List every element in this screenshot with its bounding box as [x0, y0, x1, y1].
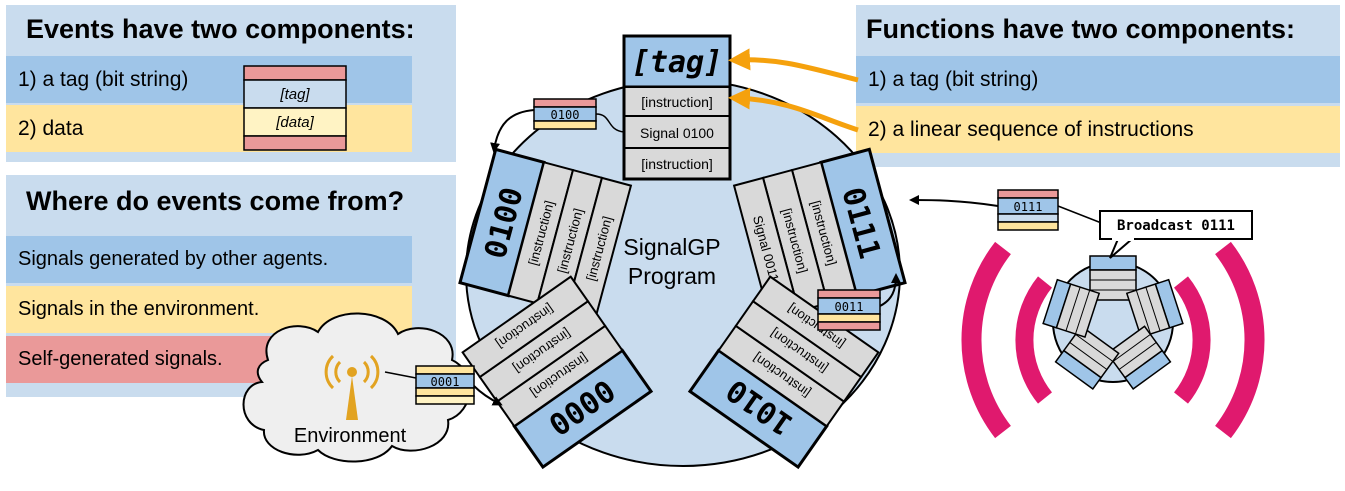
- event-broadcast-0111: 0111: [997, 189, 1059, 231]
- arrow-self-0100: [490, 109, 535, 153]
- event-self-0100-tag: 0100: [551, 108, 580, 122]
- connector-0100: [595, 113, 625, 133]
- bottom-right-function: 1010 [instruction] [instruction] [instru…: [687, 275, 880, 470]
- left-function: 0100 [instruction] [instruction] [instru…: [458, 147, 633, 321]
- orange-arrow-instructions: [728, 87, 859, 133]
- event-legend: [tag] [data]: [243, 65, 347, 151]
- broadcast-waves: [961, 241, 1265, 439]
- functions-row-tag: 1) a tag (bit string): [856, 56, 1340, 103]
- event-self-0011: 0011: [817, 289, 881, 331]
- functions-row-instructions: 2) a linear sequence of instructions: [856, 106, 1340, 153]
- arrow-broadcast: [909, 195, 999, 207]
- legend-tag-text: [tag]: [279, 86, 310, 103]
- antenna-icon: [324, 354, 380, 420]
- bottom-left-function: 0000 [instruction] [instruction] [instru…: [461, 275, 654, 470]
- program-label-line2: Program: [628, 263, 716, 289]
- right-function: 0111 [instruction] [instruction] Signal …: [732, 147, 907, 321]
- broadcast-callout: Broadcast 0111: [1099, 210, 1253, 259]
- events-panel-title: Events have two components:: [26, 14, 415, 44]
- event-env-0001-tag: 0001: [431, 375, 460, 389]
- sources-row-agents: Signals generated by other agents.: [6, 236, 412, 283]
- broadcast-label: Broadcast 0111: [1117, 218, 1235, 234]
- event-env-0001: 0001: [415, 365, 475, 405]
- top-function-instr-2: Signal 0100: [640, 125, 714, 141]
- arrow-self-0011: [879, 273, 901, 307]
- legend-data-text: [data]: [275, 114, 314, 131]
- top-function-tag: [tag]: [632, 45, 722, 80]
- functions-panel-title: Functions have two components:: [866, 14, 1296, 44]
- event-broadcast-0111-tag: 0111: [1014, 200, 1043, 214]
- sources-row-environment: Signals in the environment.: [6, 286, 412, 333]
- orange-arrow-tag: [728, 48, 859, 83]
- sources-panel-title: Where do events come from?: [26, 186, 405, 216]
- connector-env: [384, 371, 417, 379]
- top-function-instr-1: [instruction]: [641, 94, 713, 110]
- arrow-env-0001: [473, 385, 503, 406]
- environment-label: Environment: [294, 425, 407, 447]
- top-function-instr-3: [instruction]: [641, 156, 713, 172]
- connector-broadcast: [1057, 205, 1105, 225]
- environment-cloud: Environment: [242, 312, 471, 463]
- event-self-0100: 0100: [533, 98, 597, 130]
- program-label-line1: SignalGP: [623, 234, 720, 260]
- event-self-0011-tag: 0011: [835, 300, 864, 314]
- agent-icon: [1042, 255, 1184, 390]
- top-function: [tag] [instruction] Signal 0100 [instruc…: [622, 34, 732, 181]
